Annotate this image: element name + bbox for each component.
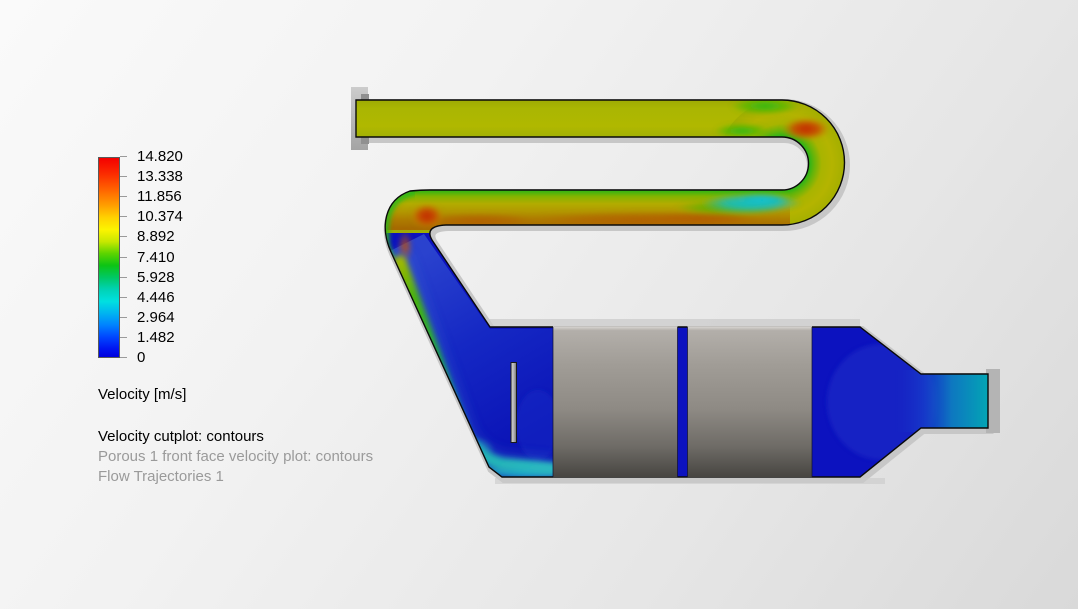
colorbar-tick	[120, 357, 127, 358]
colorbar-tick-label: 0	[137, 349, 146, 366]
colorbar-tick	[120, 156, 127, 157]
body-bottom-shadow	[495, 478, 885, 484]
colorbar-tick	[120, 337, 127, 338]
baffle-plate	[510, 362, 517, 443]
hotspot-left-bend	[410, 203, 444, 229]
colorbar-tick	[120, 317, 127, 318]
colorbar-tick-label: 2.964	[137, 309, 175, 326]
colorbar-tick	[120, 176, 127, 177]
colorbar-title: Velocity [m/s]	[98, 386, 187, 403]
colorbar-tick	[120, 196, 127, 197]
colorbar-tick-label: 8.892	[137, 228, 175, 245]
colorbar-tick	[120, 297, 127, 298]
colorbar-tick-label: 7.410	[137, 249, 175, 266]
result-item-porous-face-plot: Porous 1 front face velocity plot: conto…	[98, 448, 374, 465]
colorbar-gradient	[98, 157, 120, 358]
colorbar-tick	[120, 216, 127, 217]
porous-block-2	[687, 326, 812, 478]
results-list: Velocity cutplot: contours Porous 1 fron…	[98, 427, 373, 487]
colorbar-tick-label: 13.338	[137, 168, 183, 185]
colorbar-tick-label: 10.374	[137, 208, 183, 225]
colorbar-labels: 14.820 13.338 11.856 10.374 8.892 7.410 …	[137, 148, 207, 368]
colorbar-tick	[120, 236, 127, 237]
colorbar-tick-label: 11.856	[137, 188, 182, 205]
porous-block-edges	[552, 327, 813, 477]
colorbar-ticks	[120, 156, 128, 359]
body-top-shadow	[470, 319, 860, 328]
porous-block-1	[553, 326, 678, 478]
colorbar-tick-label: 5.928	[137, 269, 175, 286]
colorbar-tick-label: 4.446	[137, 289, 175, 306]
colorbar-tick	[120, 257, 127, 258]
result-item-flow-trajectories: Flow Trajectories 1	[98, 468, 224, 485]
outlet-cap-shadow	[986, 369, 1000, 433]
colorbar-tick-label: 1.482	[137, 329, 175, 346]
result-item-velocity-cutplot: Velocity cutplot: contours	[98, 428, 264, 445]
hotspot-right-bend	[781, 117, 831, 141]
colorbar-tick-label: 14.820	[137, 148, 183, 165]
colorbar-tick	[120, 277, 127, 278]
